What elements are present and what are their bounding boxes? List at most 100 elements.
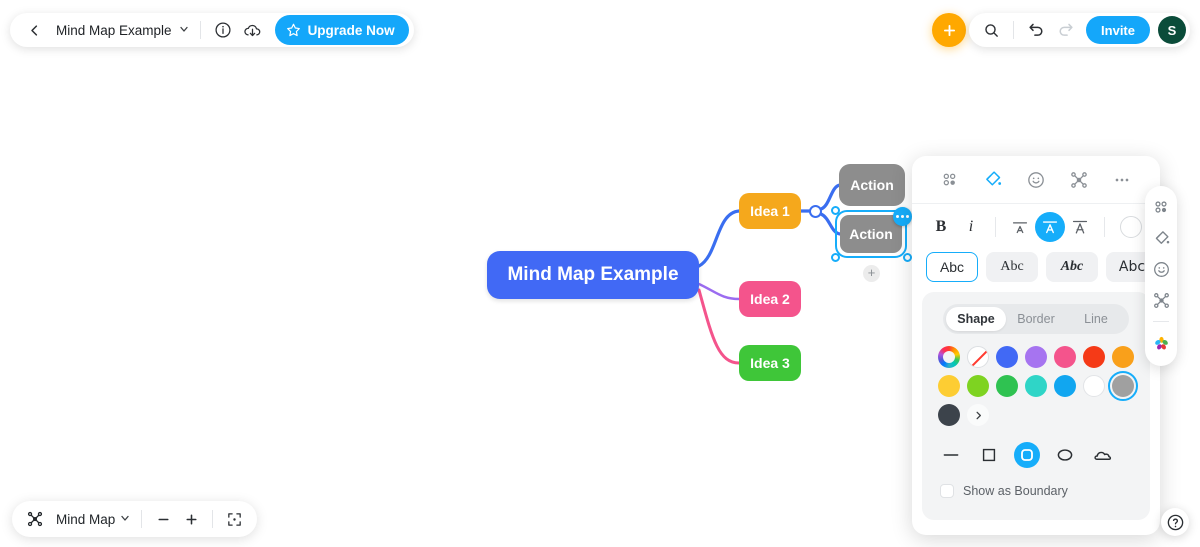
chevron-right-icon[interactable] [967, 404, 989, 426]
shape-picker-row [932, 426, 1140, 468]
swatch-pink[interactable] [1054, 346, 1076, 368]
upgrade-now-button[interactable]: Upgrade Now [274, 15, 409, 45]
style-panel-tabs [912, 156, 1160, 204]
help-button[interactable] [1161, 508, 1189, 536]
segment-line[interactable]: Line [1084, 312, 1108, 326]
font-preset-row: Abc Abc Abc Abc [912, 250, 1160, 292]
segment-shape[interactable]: Shape [946, 307, 1006, 331]
line-icon[interactable] [938, 442, 964, 468]
branch-junction-handle[interactable] [809, 205, 822, 218]
show-as-boundary-row[interactable]: Show as Boundary [932, 468, 1140, 498]
search-icon[interactable] [977, 16, 1005, 44]
paint-bucket-icon [986, 171, 1002, 186]
text-format-row: B i [912, 204, 1160, 250]
swatch-purple[interactable] [1025, 346, 1047, 368]
swatch-orange[interactable] [1112, 346, 1134, 368]
info-circle-icon[interactable] [209, 16, 237, 44]
header-left-bar: Mind Map Example Upgrade Now [10, 13, 414, 47]
rail-theme-button[interactable] [1148, 330, 1174, 356]
cloud-download-icon[interactable] [239, 16, 267, 44]
rail-style-button[interactable] [1148, 225, 1174, 251]
tab-mindmap[interactable] [1058, 165, 1101, 195]
mindmap-node-action-1[interactable]: Action [839, 164, 905, 206]
mindmap-node-action-2[interactable]: Action [840, 215, 902, 253]
mindmap-nodes-icon [27, 511, 43, 527]
show-as-boundary-label: Show as Boundary [963, 484, 1068, 498]
shape-style-card: Shape Border Line [922, 292, 1150, 520]
mindmap-node-idea-2[interactable]: Idea 2 [739, 281, 801, 317]
tab-emoji[interactable] [1014, 165, 1057, 195]
swatch-rainbow-picker[interactable] [938, 346, 960, 368]
more-dots-icon [1116, 178, 1129, 181]
text-size-medium-icon[interactable] [1035, 212, 1065, 242]
font-preset-0[interactable]: Abc [926, 252, 978, 282]
star-badge-icon [285, 22, 302, 39]
mindmap-nodes-icon [1071, 171, 1088, 188]
resize-handle-top-left[interactable] [831, 206, 840, 215]
node-context-menu-button[interactable] [893, 207, 912, 226]
avatar[interactable]: S [1158, 16, 1186, 44]
header-right-divider [1013, 21, 1015, 39]
zoom-out-button[interactable] [150, 506, 176, 532]
swatch-no-fill[interactable] [967, 346, 989, 368]
undo-arrow-icon[interactable] [1022, 16, 1050, 44]
rail-layout-button[interactable] [1148, 194, 1174, 220]
swatch-blue[interactable] [996, 346, 1018, 368]
document-title[interactable]: Mind Map Example [56, 22, 172, 38]
mindmap-node-idea-1[interactable]: Idea 1 [739, 193, 801, 229]
paint-bucket-icon [1155, 230, 1169, 244]
swatch-sky-blue[interactable] [1054, 375, 1076, 397]
add-child-node-button[interactable]: + [863, 265, 880, 282]
smiley-icon [1153, 261, 1169, 277]
text-size-large-icon[interactable] [1065, 212, 1095, 242]
swatch-red[interactable] [1083, 346, 1105, 368]
zoom-in-button[interactable] [178, 506, 204, 532]
mindmap-node-idea-3[interactable]: Idea 3 [739, 345, 801, 381]
swatch-teal[interactable] [1025, 375, 1047, 397]
smiley-icon [1028, 171, 1044, 188]
italic-button[interactable]: i [968, 218, 974, 235]
upgrade-now-label: Upgrade Now [307, 22, 395, 38]
mindmap-mode-icon[interactable] [22, 506, 48, 532]
color-swatch-grid [932, 346, 1140, 426]
redo-arrow-icon[interactable] [1052, 16, 1080, 44]
tab-layout[interactable] [928, 165, 971, 195]
font-preset-1[interactable]: Abc [986, 252, 1038, 282]
right-icon-rail [1145, 186, 1177, 366]
text-color-circle-icon[interactable] [1120, 216, 1142, 238]
font-preset-2[interactable]: Abc [1046, 252, 1098, 282]
swatch-dark-slate[interactable] [938, 404, 960, 426]
swatch-yellow[interactable] [938, 375, 960, 397]
chevron-down-icon[interactable] [119, 512, 133, 526]
invite-button[interactable]: Invite [1086, 16, 1150, 44]
show-as-boundary-checkbox[interactable] [940, 484, 954, 498]
text-size-small-icon[interactable] [1005, 212, 1035, 242]
rail-emoji-button[interactable] [1148, 256, 1174, 282]
square-icon[interactable] [976, 442, 1002, 468]
fit-to-screen-icon [227, 512, 241, 526]
back-button[interactable] [20, 16, 48, 44]
tab-more[interactable] [1101, 165, 1144, 195]
fit-to-screen-button[interactable] [221, 506, 247, 532]
shape-border-line-segmented: Shape Border Line [943, 304, 1129, 334]
mindmap-root-node[interactable]: Mind Map Example [487, 251, 699, 299]
swatch-gray[interactable] [1108, 371, 1138, 401]
resize-handle-bottom-left[interactable] [831, 253, 840, 262]
chevron-down-icon[interactable] [178, 23, 192, 37]
bold-button[interactable]: B [935, 218, 947, 235]
segment-border[interactable]: Border [1017, 312, 1055, 326]
rail-mindmap-button[interactable] [1148, 287, 1174, 313]
rounded-square-icon[interactable] [1014, 442, 1040, 468]
tab-style[interactable] [971, 165, 1014, 195]
rail-divider [1153, 321, 1169, 322]
add-button[interactable] [932, 13, 966, 47]
mindmap-mode-label[interactable]: Mind Map [56, 511, 116, 527]
swatch-lime[interactable] [967, 375, 989, 397]
swatch-green[interactable] [996, 375, 1018, 397]
swatch-white[interactable] [1083, 375, 1105, 397]
ellipse-icon[interactable] [1052, 442, 1078, 468]
resize-handle-bottom-right[interactable] [903, 253, 912, 262]
color-petals-icon [1154, 336, 1168, 349]
cloud-icon[interactable] [1090, 442, 1116, 468]
